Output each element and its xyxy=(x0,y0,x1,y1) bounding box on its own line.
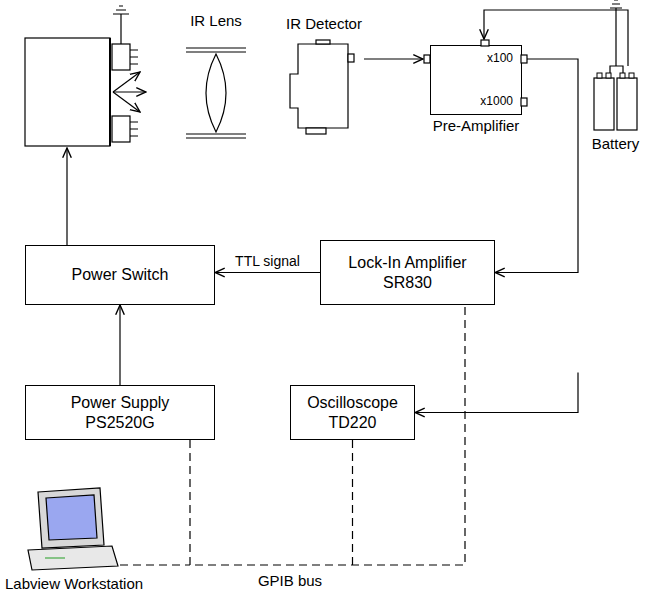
part-label: Labview Workstation xyxy=(3,575,145,592)
process-box: Oscilloscope TD220 xyxy=(290,385,415,440)
process-box: Power Switch xyxy=(25,245,215,305)
detector-body xyxy=(290,40,358,140)
part-label: GPIB bus xyxy=(256,572,324,589)
process-box: Lock-In Amplifier SR830 xyxy=(320,240,495,305)
signal-arrow xyxy=(215,272,320,273)
port-label: x1000 xyxy=(480,94,513,109)
pre-amplifier: x100x1000Pre-Amplifier xyxy=(430,45,522,115)
part-label: IR Detector xyxy=(286,15,362,34)
box-label: Power Switch xyxy=(72,265,169,285)
box-label: Lock-In Amplifier SR830 xyxy=(329,253,486,293)
computer-icon xyxy=(28,488,118,570)
signal-arrow xyxy=(415,373,578,413)
process-box: Power Supply PS2520G xyxy=(25,385,215,440)
signal-arrow xyxy=(119,305,120,385)
battery: Battery xyxy=(588,70,643,132)
gpib-bus xyxy=(190,305,465,565)
box-label: Power Supply PS2520G xyxy=(34,393,206,433)
signal-arrow xyxy=(484,10,628,66)
part-label: Pre-Amplifier xyxy=(433,117,520,136)
edge-label: TTL signal xyxy=(233,253,302,269)
part-label: IR Lens xyxy=(188,12,244,29)
battery-cells xyxy=(588,70,643,132)
box-label: Oscilloscope TD220 xyxy=(299,393,406,433)
gpib-bus xyxy=(352,440,353,565)
part-label: Battery xyxy=(592,135,640,154)
gpib-bus xyxy=(120,564,190,565)
ir-source xyxy=(25,6,146,245)
ir-lens xyxy=(186,48,246,138)
signal-arrow xyxy=(364,58,423,59)
port-label: x100 xyxy=(487,51,513,66)
ir-detector: IR Detector xyxy=(290,40,358,140)
